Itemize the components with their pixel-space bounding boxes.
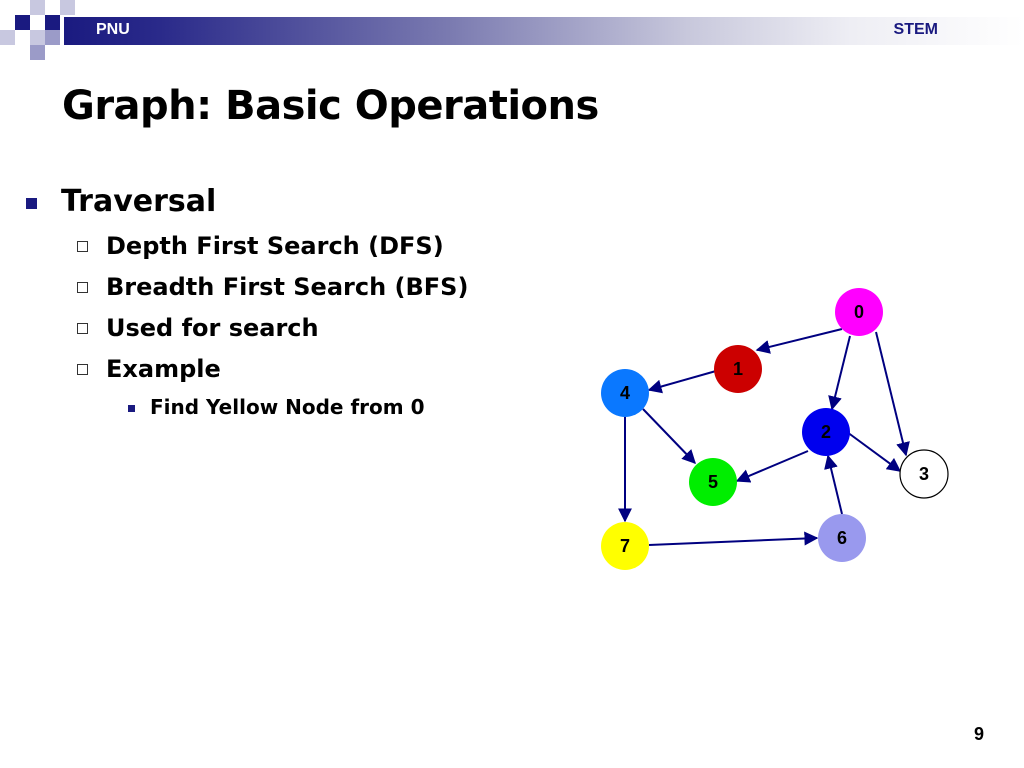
square-bullet-icon (26, 198, 37, 209)
header-left-label: PNU (96, 21, 130, 38)
node-label: 7 (620, 536, 630, 556)
nodes-layer: 0 1 2 3 4 5 6 7 (601, 288, 949, 570)
edge-6-to-2 (824, 454, 843, 515)
edge-7-to-6 (648, 531, 819, 546)
hollow-square-bullet-icon (77, 282, 88, 293)
node-label: 1 (733, 359, 743, 379)
hollow-square-bullet-icon (77, 241, 88, 252)
logo-square (45, 30, 60, 45)
edge-0-to-2 (828, 335, 851, 411)
graph-node-1: 1 (714, 345, 762, 393)
graph-node-0: 0 (835, 288, 883, 336)
graph-node-2: 2 (802, 408, 850, 456)
node-circle (802, 408, 850, 456)
node-label: 3 (919, 464, 929, 484)
logo-square (0, 30, 15, 45)
node-label: 5 (708, 472, 718, 492)
bullet-text: Traversal (61, 184, 217, 219)
node-circle (818, 514, 866, 562)
graph-node-7: 7 (601, 522, 649, 570)
sub-bullet-text: Breadth First Search (BFS) (106, 273, 469, 301)
slide-title: Graph: Basic Operations (62, 83, 599, 129)
edge-0-to-3 (875, 331, 910, 457)
node-circle (601, 522, 649, 570)
logo-square (60, 0, 75, 15)
hollow-square-bullet-icon (77, 323, 88, 334)
node-label: 0 (854, 302, 864, 322)
logo-square (15, 15, 30, 30)
node-label: 4 (620, 383, 630, 403)
edge-0-to-1 (755, 328, 843, 354)
graph-node-3: 3 (899, 449, 949, 499)
small-square-bullet-icon (128, 405, 135, 412)
sub-bullet-text: Example (106, 355, 221, 383)
hollow-square-bullet-icon (77, 364, 88, 375)
sub-bullet-text: Depth First Search (DFS) (106, 232, 444, 260)
logo-square (45, 15, 60, 30)
sub-sub-bullet-text: Find Yellow Node from 0 (150, 395, 425, 419)
node-circle (689, 458, 737, 506)
header-bar (64, 17, 1024, 45)
node-circle (835, 288, 883, 336)
edge-2-to-3 (846, 431, 902, 472)
node-circle (714, 345, 762, 393)
graph-node-5: 5 (689, 458, 737, 506)
sub-bullet-text: Used for search (106, 314, 319, 342)
logo-square (30, 30, 45, 45)
header-right-label: STEM (893, 21, 938, 38)
graph-node-6: 6 (818, 514, 866, 562)
node-circle (601, 369, 649, 417)
edge-2-to-5 (735, 450, 809, 483)
edge-4-to-5 (642, 408, 696, 465)
logo-square (30, 45, 45, 60)
node-label: 2 (821, 422, 831, 442)
edge-1-to-4 (647, 370, 717, 394)
graph-node-4: 4 (601, 369, 649, 417)
edges-layer (618, 328, 910, 546)
node-label: 6 (837, 528, 847, 548)
page-number: 9 (973, 724, 984, 744)
node-circle (899, 449, 949, 499)
logo-square (30, 0, 45, 15)
